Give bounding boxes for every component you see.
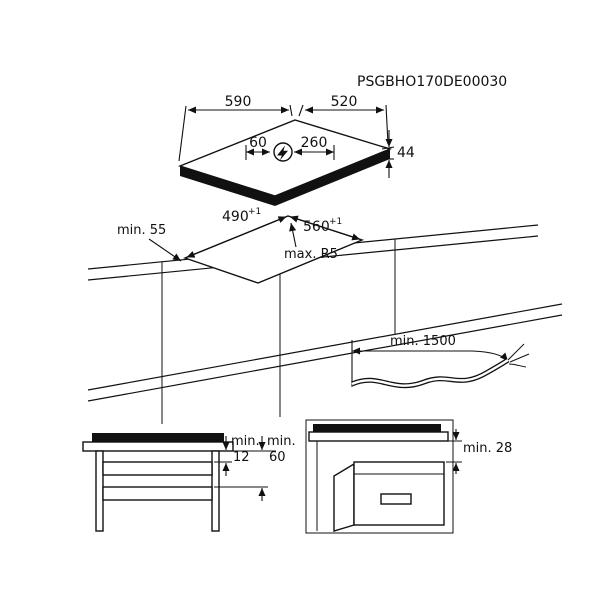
power-connection-icon: [273, 142, 293, 162]
shelf-gap-min-label: min.: [267, 434, 296, 449]
front-distance-label: min. 55: [117, 223, 166, 238]
cable-left-label: 60: [249, 135, 267, 151]
cable-right-label: 260: [301, 135, 328, 151]
corner-radius-label: max. R5: [284, 247, 338, 262]
hob-front-right-edge: [275, 149, 390, 206]
drawer-gap-min-label: min.: [231, 434, 260, 449]
hob-front-left-edge: [180, 166, 275, 206]
cable-length-label: min. 1500: [390, 334, 456, 349]
hob-thickness-label: 44: [397, 145, 415, 161]
dim-shelf-gap: min. 60: [258, 434, 296, 501]
cutout-depth-tolerance: +1: [329, 217, 342, 227]
worktop-section: [82, 441, 234, 452]
dim-hob-thickness: 44: [381, 130, 415, 178]
mains-cable-drawing: [351, 343, 530, 389]
drawer-clearance-view: min. 12 min. 60: [82, 433, 296, 532]
drawer-panel-lower: [102, 486, 213, 501]
oven-gap-label: min. 28: [463, 441, 512, 456]
hob-section: [313, 424, 441, 432]
dim-cable-position: 60 260: [245, 135, 335, 160]
worktop-cutout-view: 490 +1 560 +1 min. 55 max. R5: [87, 207, 563, 424]
detail-frame: [305, 419, 454, 534]
oven-handle: [380, 493, 412, 505]
cutout-depth-label: 560: [303, 219, 330, 235]
dim-hob-depth: 520: [298, 94, 389, 145]
dim-cutout-depth: 560 +1: [289, 215, 361, 241]
hob-section: [92, 433, 224, 442]
shelf-gap-value: 60: [269, 450, 286, 465]
drawer-panel-upper: [102, 461, 213, 476]
cutout-width-tolerance: +1: [248, 207, 261, 217]
cable-wire-end: [507, 343, 525, 361]
hob-depth-label: 520: [331, 94, 358, 110]
dim-corner-radius: max. R5: [284, 222, 338, 262]
cabinet-right-leg: [211, 450, 220, 532]
drawer-gap-value: 12: [233, 450, 250, 465]
dim-drawer-gap: min. 12: [222, 434, 260, 476]
dim-oven-gap: min. 28: [446, 429, 512, 474]
hob-dimensions-view: 590 520 60 260 44: [177, 94, 415, 206]
oven-clearance-view: min. 28: [305, 419, 512, 534]
dim-front-distance: min. 55: [117, 223, 182, 262]
worktop-section: [308, 431, 449, 442]
cable-length-view: min. 1500: [351, 334, 530, 389]
oven-side-face: [333, 462, 355, 532]
drawing-code: PSGBHO170DE00030: [357, 74, 507, 90]
cutout-width-label: 490: [222, 209, 249, 225]
cabinet-left-leg: [95, 450, 104, 532]
cable-wire-end: [508, 363, 527, 368]
hob-width-label: 590: [225, 94, 252, 110]
dim-hob-width: 590: [178, 94, 293, 162]
cable-wire-end: [509, 353, 530, 363]
dim-cutout-width: 490 +1: [186, 207, 287, 258]
